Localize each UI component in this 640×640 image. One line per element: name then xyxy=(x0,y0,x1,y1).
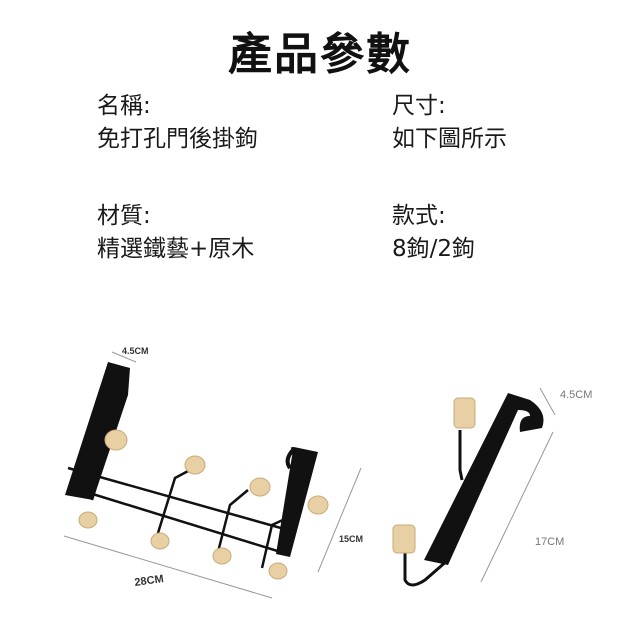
depth-label: 4.5CM xyxy=(122,346,149,356)
spec-value: 如下圖所示 xyxy=(392,126,507,152)
height-label: 17CM xyxy=(535,536,564,548)
depth-label: 4.5CM xyxy=(560,389,592,401)
eight-hook-rack-image: 4.5CM 28CM 15CM xyxy=(63,346,363,599)
spec-label: 材質: xyxy=(97,203,151,229)
height-label: 15CM xyxy=(339,534,363,544)
spec-label: 款式: xyxy=(392,203,446,229)
spec-size: 尺寸: 如下圖所示 xyxy=(392,90,507,156)
two-hook-rack-image: 4.5CM 17CM xyxy=(392,387,592,587)
spec-material: 材質: 精選鐵藝+原木 xyxy=(97,200,254,266)
spec-value: 免打孔門後掛鉤 xyxy=(97,126,258,152)
spec-name: 名稱: 免打孔門後掛鉤 xyxy=(97,90,258,156)
spec-label: 尺寸: xyxy=(392,93,446,119)
page-title: 產品參數 xyxy=(228,29,412,80)
width-label: 28CM xyxy=(134,573,165,589)
spec-label: 名稱: xyxy=(97,93,151,119)
spec-value: 精選鐵藝+原木 xyxy=(97,236,255,262)
spec-style: 款式: 8鉤/2鉤 xyxy=(392,200,475,266)
spec-value: 8鉤/2鉤 xyxy=(392,236,476,262)
